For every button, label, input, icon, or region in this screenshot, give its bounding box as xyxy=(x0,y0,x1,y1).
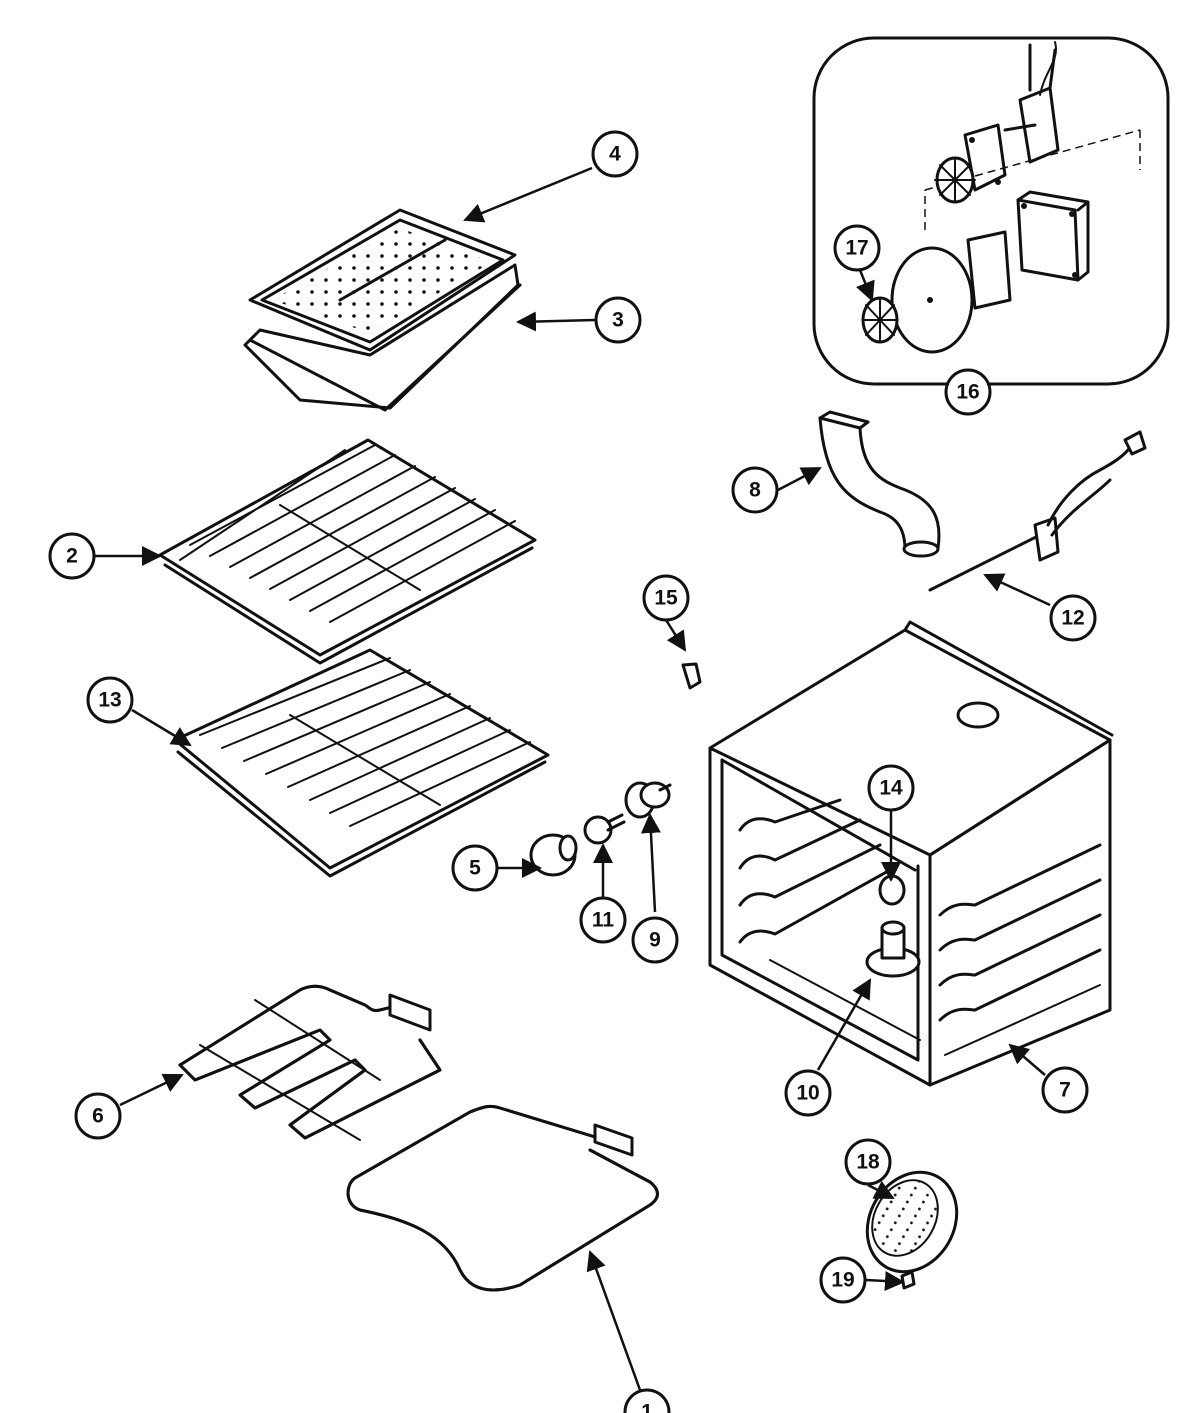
svg-text:11: 11 xyxy=(592,909,615,932)
rack-clip xyxy=(681,662,702,690)
svg-text:9: 9 xyxy=(649,929,661,952)
callout-12: 12 xyxy=(1049,594,1097,642)
callout-9: 9 xyxy=(631,916,679,964)
callout-19: 19 xyxy=(819,1256,867,1304)
svg-text:19: 19 xyxy=(831,1269,854,1292)
convection-fan-blade xyxy=(861,296,899,344)
oven-cavity xyxy=(708,620,1114,1087)
svg-text:10: 10 xyxy=(796,1082,819,1105)
light-socket xyxy=(624,781,672,819)
svg-text:15: 15 xyxy=(654,587,678,610)
callout-14: 14 xyxy=(867,764,915,812)
callout-10: 10 xyxy=(784,1069,832,1117)
callout-2: 2 xyxy=(48,532,96,580)
callout-4: 4 xyxy=(591,130,639,178)
grommet xyxy=(878,874,906,906)
svg-text:1: 1 xyxy=(641,1401,653,1413)
callout-15: 15 xyxy=(642,574,690,622)
light-mounting-bracket xyxy=(865,920,921,978)
svg-text:8: 8 xyxy=(749,479,761,502)
svg-text:7: 7 xyxy=(1059,1079,1071,1102)
svg-text:17: 17 xyxy=(845,237,868,260)
svg-text:12: 12 xyxy=(1061,607,1084,630)
svg-text:6: 6 xyxy=(92,1105,104,1128)
svg-text:3: 3 xyxy=(612,309,624,332)
oven-rack-upper xyxy=(158,438,537,665)
callout-16: 16 xyxy=(944,368,992,416)
callout-8: 8 xyxy=(731,466,779,514)
bake-element xyxy=(346,1104,659,1292)
callout-7: 7 xyxy=(1041,1066,1089,1114)
oven-rack-lower xyxy=(173,648,550,878)
svg-text:14: 14 xyxy=(879,777,903,800)
svg-text:2: 2 xyxy=(66,545,78,568)
callout-18: 18 xyxy=(844,1138,892,1186)
oven-temperature-sensor xyxy=(928,430,1147,592)
callout-3: 3 xyxy=(594,296,642,344)
fan-assembly-inset xyxy=(812,36,1170,386)
leader-lines xyxy=(95,166,1051,1391)
callout-13: 13 xyxy=(86,676,134,724)
oven-vent-duct xyxy=(818,410,941,558)
callout-6: 6 xyxy=(74,1092,122,1140)
callout-17: 17 xyxy=(833,224,881,272)
callout-5: 5 xyxy=(451,844,499,892)
svg-text:13: 13 xyxy=(98,689,121,712)
callout-11: 11 xyxy=(579,896,627,944)
lens-screw xyxy=(900,1270,916,1290)
light-bulb xyxy=(583,813,626,845)
broil-element xyxy=(178,984,442,1141)
broil-pan-insert xyxy=(248,208,517,352)
light-lens-cover xyxy=(529,833,578,877)
svg-text:18: 18 xyxy=(856,1151,880,1174)
svg-text:4: 4 xyxy=(609,143,621,166)
svg-text:5: 5 xyxy=(469,857,481,880)
svg-text:16: 16 xyxy=(956,381,979,404)
small-fan-wheel xyxy=(934,156,976,204)
broil-pan xyxy=(243,263,522,412)
callout-1: 1 xyxy=(623,1388,671,1413)
